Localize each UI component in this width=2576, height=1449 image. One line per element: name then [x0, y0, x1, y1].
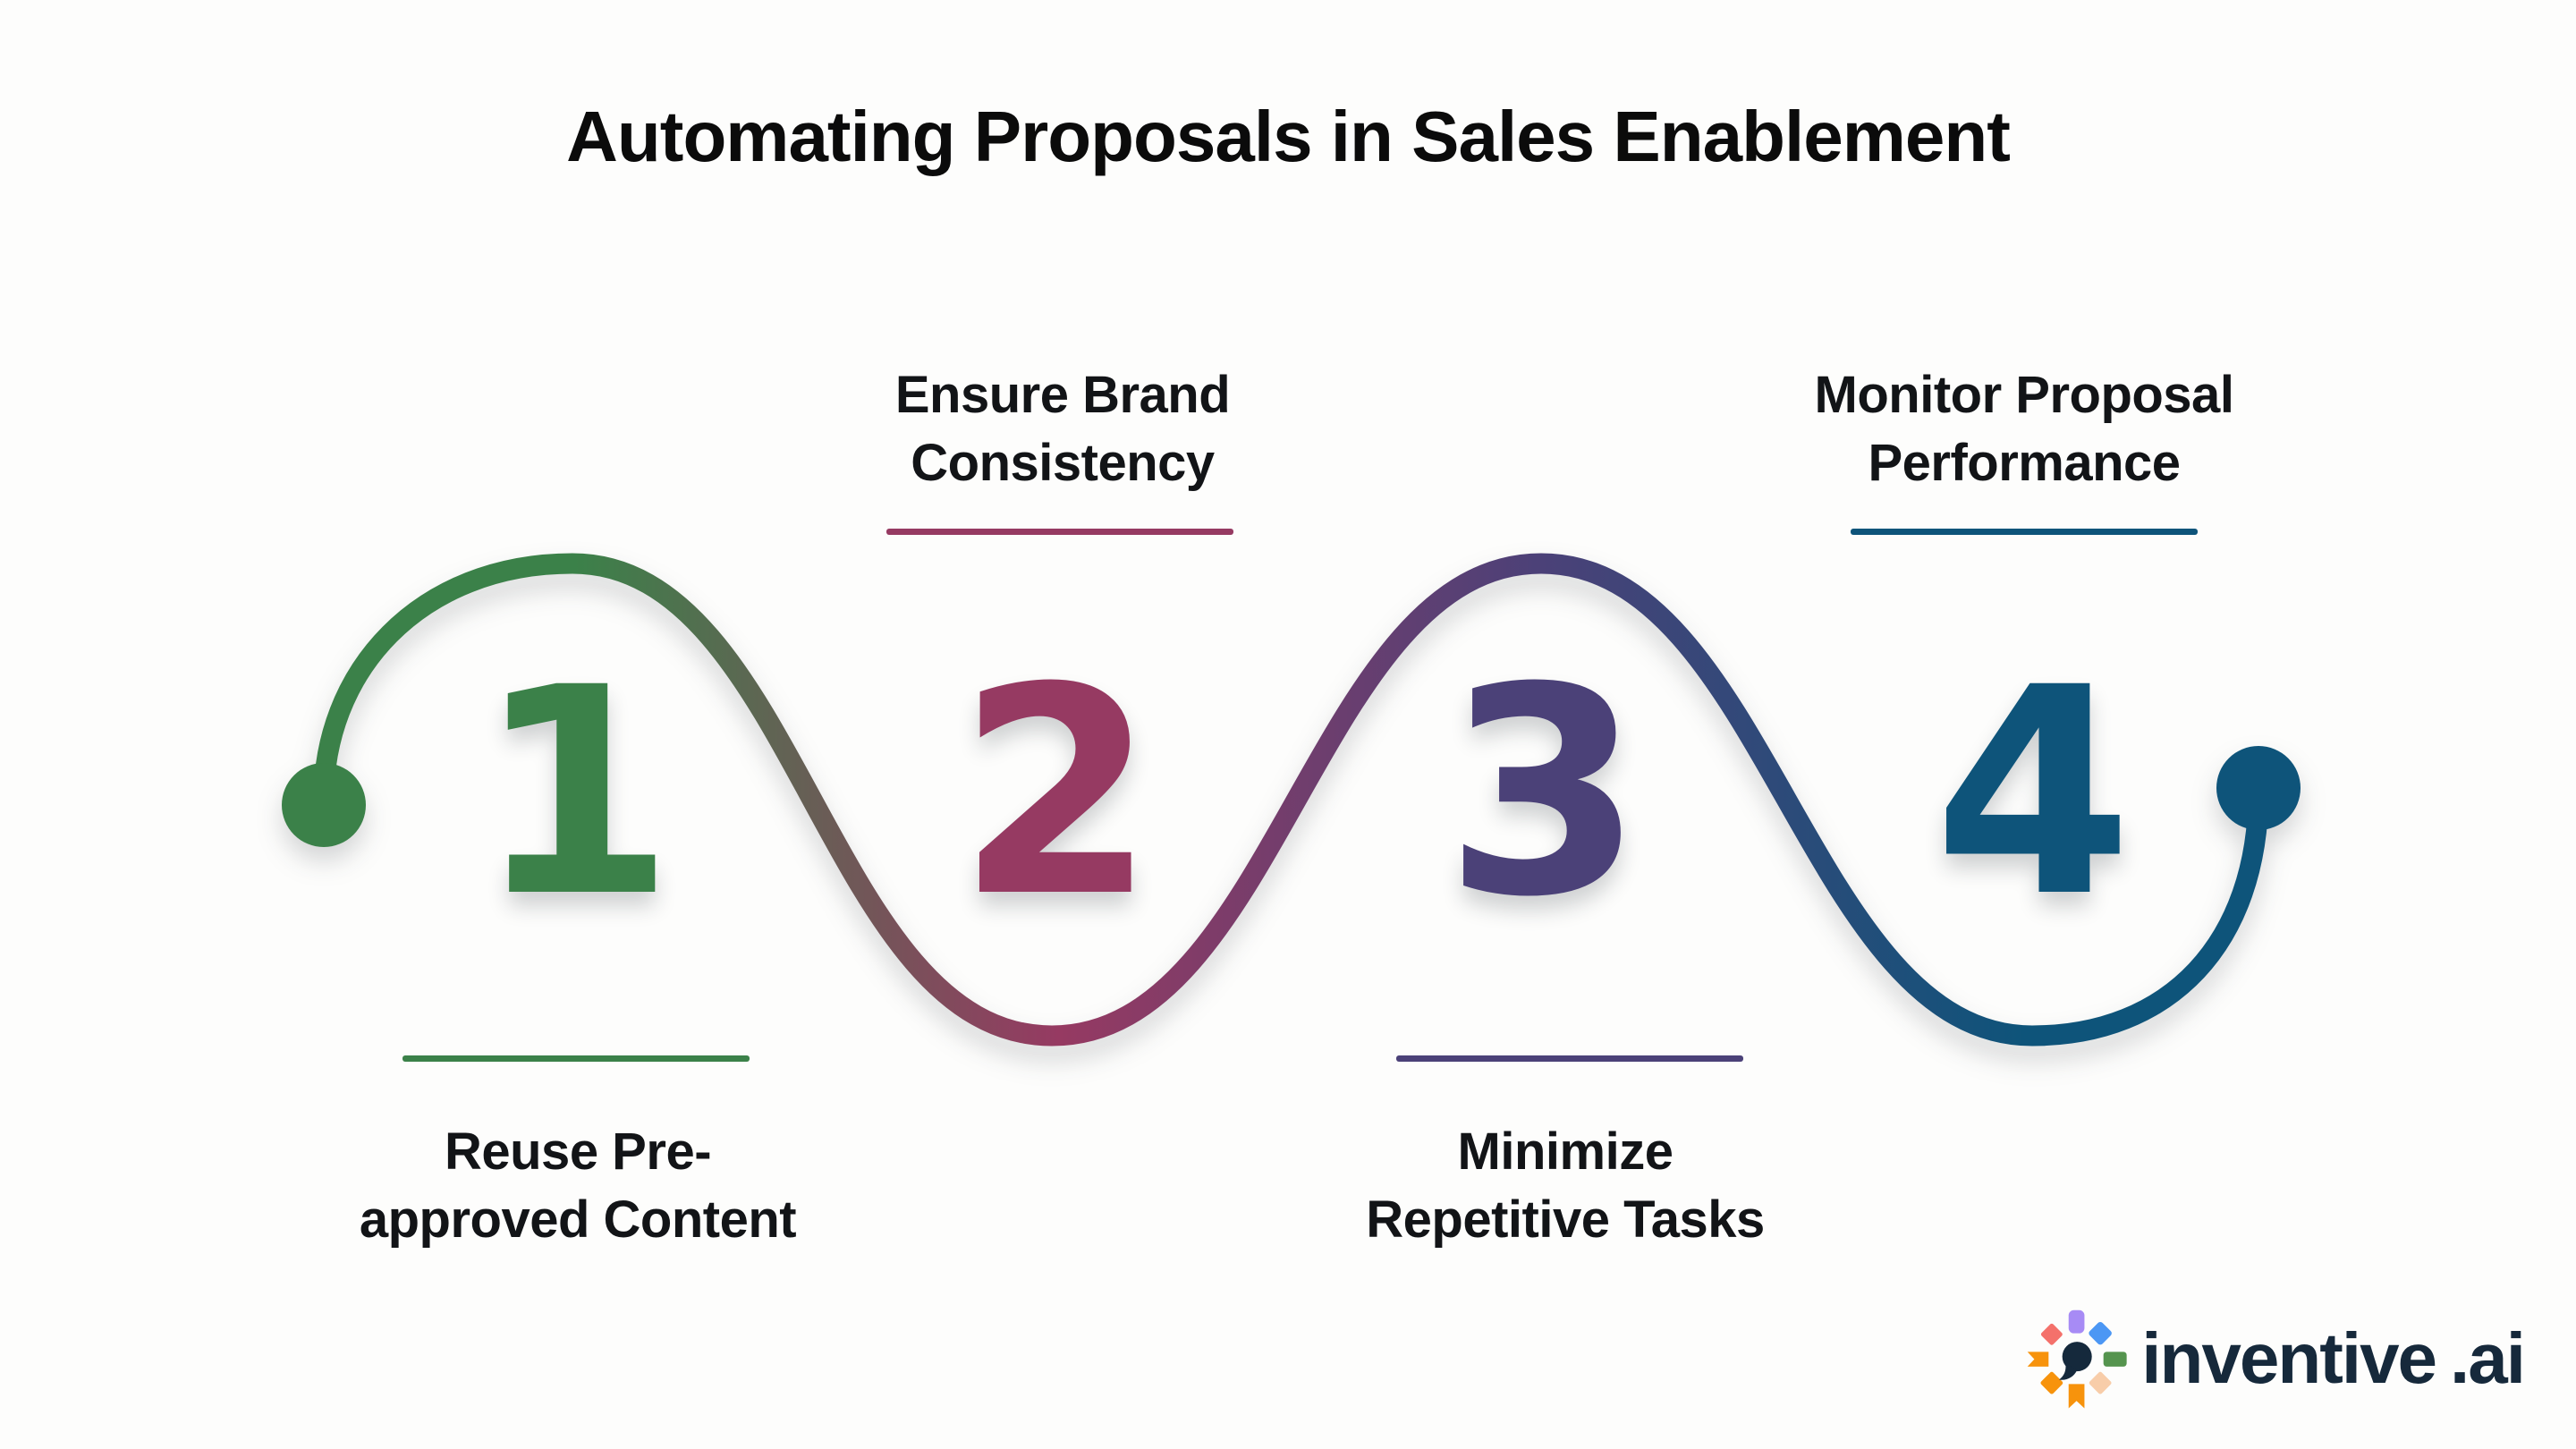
logo-wordmark: inventive.ai	[2141, 1318, 2526, 1400]
step-label-1: Reuse Pre-approved Content	[359, 1123, 797, 1249]
step-label-4: Monitor Proposal Performance	[1814, 366, 2234, 492]
flow-end-dot	[2216, 746, 2301, 830]
logo-center-drop-tail	[2059, 1362, 2078, 1380]
logo-shape-top	[2068, 1309, 2085, 1334]
step-label-3: Minimize Repetitive Tasks	[1366, 1123, 1765, 1249]
flow-start-dot	[282, 763, 366, 847]
step-number-3: 3	[1444, 627, 1644, 960]
step-number-2: 2	[956, 627, 1157, 960]
inventive-ai-logo: inventive.ai	[2023, 1306, 2526, 1411]
logo-text-main: inventive	[2141, 1318, 2437, 1398]
step-rule-4	[1851, 529, 2198, 535]
step-rule-1	[402, 1055, 750, 1062]
step-number-4: 4	[1933, 627, 2133, 960]
logo-shape-left-ribbon	[2027, 1352, 2049, 1367]
logo-center-drop	[2062, 1342, 2092, 1372]
logo-shape-bottom-bookmark	[2068, 1384, 2085, 1409]
logo-shape-bottom-left	[2040, 1371, 2063, 1394]
flow-line-path	[313, 553, 2269, 1046]
step-number-1: 1	[475, 627, 675, 960]
logo-text-suffix: .ai	[2450, 1318, 2526, 1398]
logo-starburst-icon	[2027, 1309, 2127, 1409]
step-rule-3	[1396, 1055, 1743, 1062]
logo-shape-top-left	[2041, 1323, 2063, 1345]
step-label-2: Ensure Brand Consistency	[894, 366, 1231, 492]
step-rule-2	[886, 529, 1233, 535]
logo-shape-bottom-right	[2089, 1371, 2112, 1394]
page-title: Automating Proposals in Sales Enablement	[566, 97, 2011, 176]
logo-shape-right	[2103, 1352, 2127, 1367]
logo-shape-top-right	[2089, 1321, 2113, 1345]
